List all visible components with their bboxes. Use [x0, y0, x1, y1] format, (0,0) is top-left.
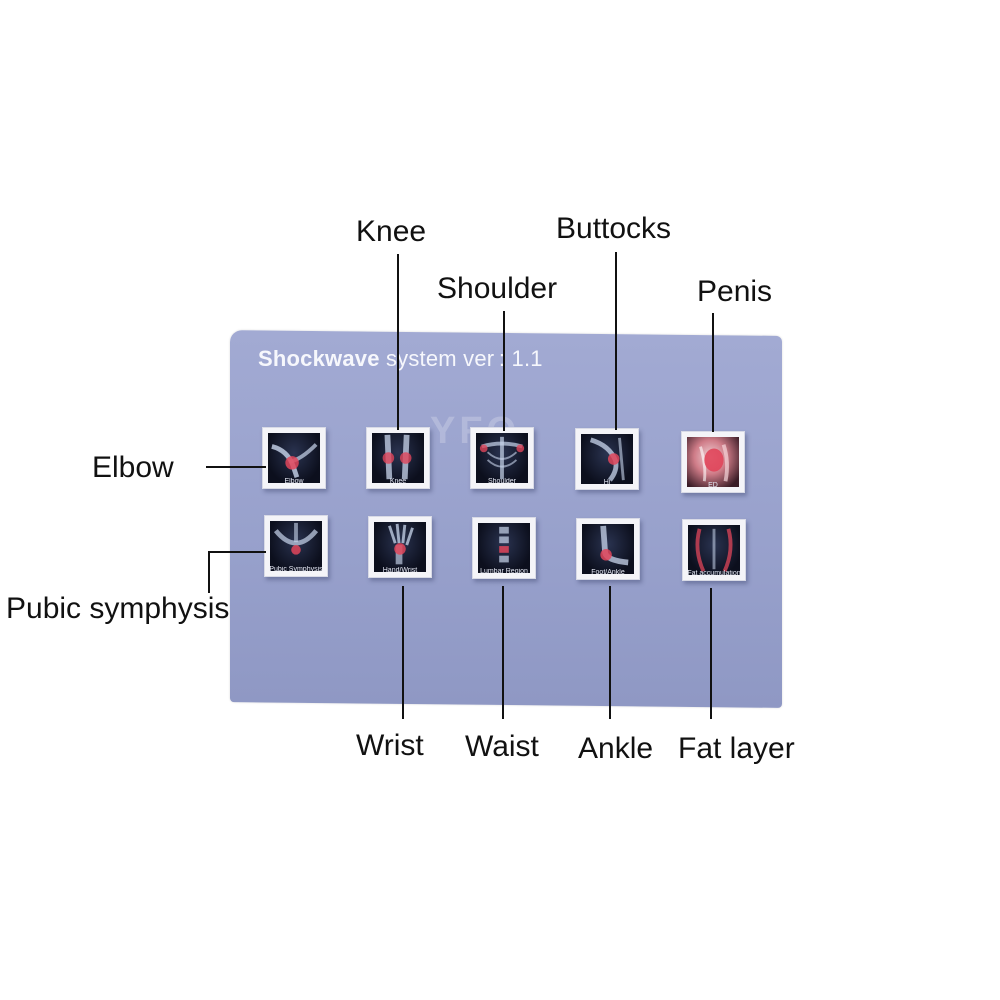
ed-xray-icon	[687, 437, 739, 487]
tile-caption: Foot/Ankle	[591, 569, 625, 576]
elbow-xray-icon	[268, 433, 320, 483]
spine-xray-icon	[478, 523, 530, 573]
label-elbow: Elbow	[92, 451, 174, 484]
shoulder-xray-icon	[476, 433, 528, 483]
tile-hip[interactable]: Hi	[575, 428, 639, 490]
label-waist: Waist	[465, 730, 539, 763]
callout-line-wrist	[402, 586, 404, 719]
callout-line-shoulder	[503, 311, 505, 431]
tile-hand-wrist[interactable]: Hand/Wrist	[368, 516, 432, 578]
label-buttocks: Buttocks	[556, 212, 672, 245]
callout-line-penis	[712, 313, 714, 432]
tile-caption: Fat accumulation	[687, 570, 741, 577]
callout-line-elbow	[206, 466, 266, 468]
callout-line-waist	[502, 586, 504, 719]
hand-xray-icon	[374, 522, 426, 572]
label-pubic-symphysis: Pubic symphysis	[6, 592, 230, 625]
tile-elbow[interactable]: Elbow	[262, 427, 326, 489]
tile-caption: ED	[708, 482, 718, 489]
label-ankle: Ankle	[578, 732, 654, 765]
tile-shoulder[interactable]: Shoulder	[470, 427, 534, 489]
knee-xray-icon	[372, 433, 424, 483]
label-wrist: Wrist	[356, 729, 424, 762]
callout-line-pubic-h	[208, 551, 266, 553]
label-fat-layer: Fat layer	[678, 732, 795, 765]
tile-knee[interactable]: Knee	[366, 427, 430, 489]
screen-title: Shockwave system ver : 1.1	[258, 346, 543, 372]
tile-foot-ankle[interactable]: Foot/Ankle	[576, 518, 640, 580]
pelvis-xray-icon	[270, 521, 322, 571]
tile-caption: Lumbar Region	[480, 568, 528, 575]
callout-line-knee	[397, 254, 399, 430]
callout-line-buttocks	[615, 252, 617, 430]
tile-caption: Hi	[603, 479, 611, 486]
screen-title-brand: Shockwave	[258, 346, 380, 371]
label-shoulder: Shoulder	[437, 272, 558, 305]
tile-caption: Pubic Symphysis	[269, 566, 323, 573]
callout-line-ankle	[609, 586, 611, 719]
hip-xray-icon	[581, 434, 633, 484]
tile-lumbar[interactable]: Lumbar Region	[472, 517, 536, 579]
tile-caption: Elbow	[284, 478, 304, 485]
screen-title-version: system ver : 1.1	[379, 346, 543, 371]
tile-ed[interactable]: ED	[681, 431, 745, 493]
tile-caption: Knee	[389, 478, 407, 485]
label-penis: Penis	[697, 275, 773, 308]
foot-xray-icon	[582, 524, 634, 574]
tile-pubic-symphysis[interactable]: Pubic Symphysis	[264, 515, 328, 577]
tile-fat-accumulation[interactable]: Fat accumulation	[682, 519, 746, 581]
callout-line-pubic-v	[208, 551, 210, 593]
callout-line-fat	[710, 588, 712, 719]
torso-xray-icon	[688, 525, 740, 575]
label-knee: Knee	[356, 215, 427, 248]
tile-caption: Hand/Wrist	[382, 567, 418, 574]
tile-caption: Shoulder	[487, 478, 517, 485]
